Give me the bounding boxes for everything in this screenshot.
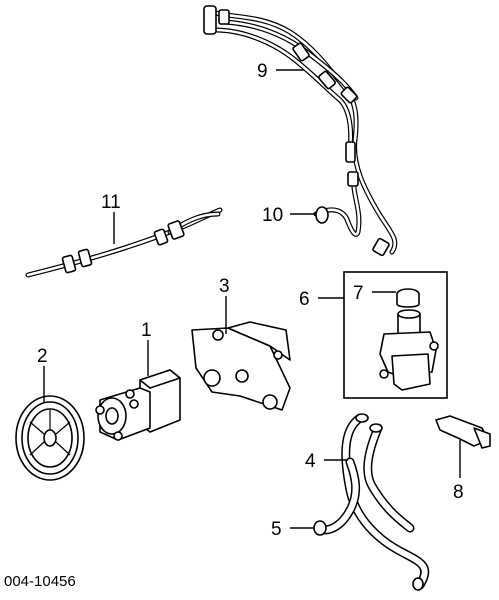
part-2-pulley [15, 395, 85, 481]
callout-1: 1 [141, 320, 152, 341]
callout-10: 10 [262, 205, 283, 226]
callout-5: 5 [271, 519, 282, 540]
part-10-hose [313, 171, 362, 237]
callout-4: 4 [305, 451, 316, 472]
callout-2: 2 [37, 346, 48, 367]
figure-code: 004-10456 [4, 573, 76, 590]
part-1-pump [95, 369, 181, 441]
part-3-bracket [191, 321, 291, 411]
callout-8: 8 [453, 482, 464, 503]
part-6-reservoir-box [343, 271, 448, 399]
callout-3: 3 [219, 276, 230, 297]
callout-11: 11 [101, 192, 121, 213]
part-11-line [25, 207, 223, 278]
callout-9: 9 [257, 61, 268, 82]
part-9-hose-assembly [203, 5, 398, 257]
reservoir [379, 309, 439, 391]
callout-7: 7 [353, 283, 364, 304]
callout-6: 6 [299, 289, 310, 310]
leader-lines [43, 69, 461, 529]
part-7-cap [396, 288, 420, 308]
part-8-bracket [435, 415, 491, 449]
part-5-hose [313, 457, 361, 536]
part-4-hose [341, 413, 430, 591]
